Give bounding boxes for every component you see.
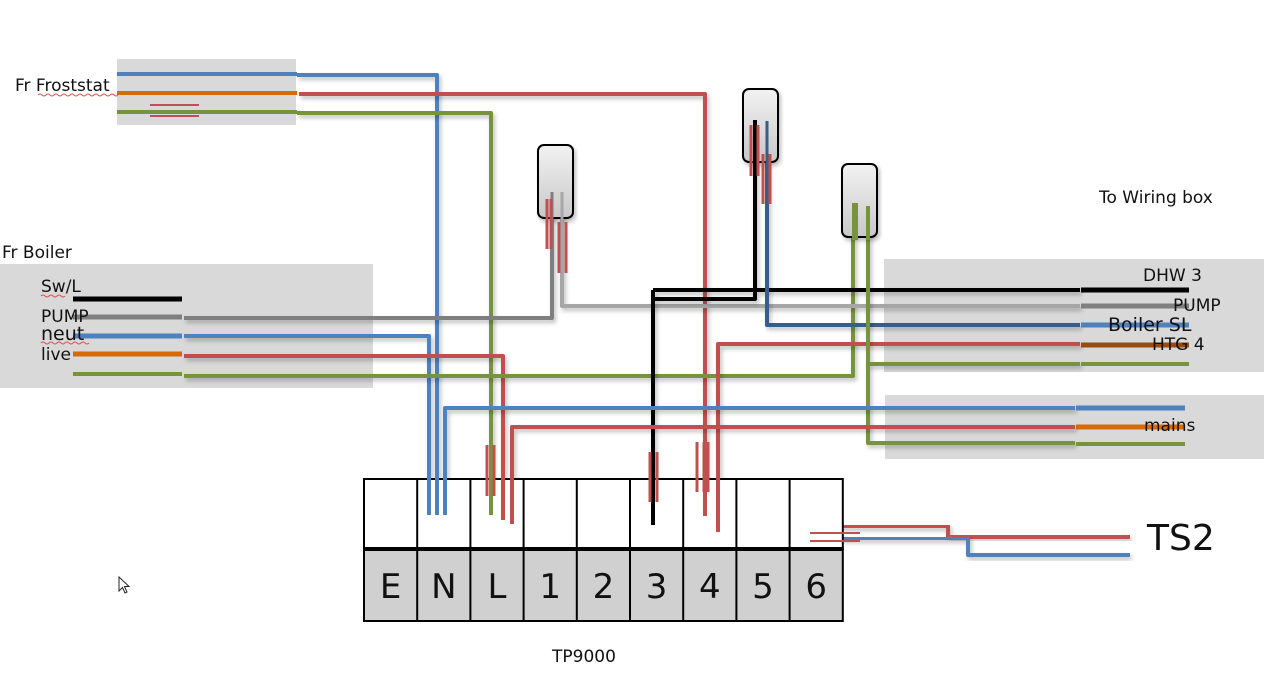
- wiring-box-wire-label-boiler-sl: Boiler SL: [1108, 314, 1192, 336]
- ts2-blue-wire: [807, 536, 1130, 557]
- terminal-6: 6: [805, 567, 827, 607]
- htg4-wire: [716, 342, 1080, 515]
- mains-earth-wire: [866, 364, 1075, 445]
- boiler-sl-wire: [765, 120, 1080, 327]
- terminal-4: 4: [699, 567, 721, 607]
- mains-label: mains: [1144, 416, 1195, 436]
- boiler-wire-label-live: live: [41, 345, 71, 365]
- boiler-wire-label-pump: PUMP: [41, 307, 89, 327]
- terminal-l: L: [488, 567, 507, 607]
- connectors-layer: [537, 88, 878, 238]
- spellcheck-underline: [40, 341, 90, 345]
- boiler-live-wire: [184, 354, 505, 520]
- ts2-label: TS2: [1146, 518, 1215, 559]
- wires-layer: [73, 72, 1130, 557]
- mouse-cursor-icon: [118, 576, 131, 594]
- ts2-red-wire: [767, 524, 1130, 539]
- wiring-box-wire-label-dhw3: DHW 3: [1143, 266, 1202, 286]
- froststat-label: Fr Froststat: [15, 76, 110, 96]
- boiler-label: Fr Boiler: [2, 243, 72, 263]
- wiring-box-panel: [884, 259, 1264, 372]
- connector-3: [841, 163, 878, 238]
- wiring-box-stubs: [1076, 287, 1189, 446]
- boiler-wire-label-swl: Sw/L: [41, 277, 81, 297]
- terminal-3: 3: [646, 567, 668, 607]
- terminal-1: 1: [539, 567, 561, 607]
- froststat-earth-wire: [297, 111, 493, 515]
- terminal-2: 2: [593, 567, 615, 607]
- froststat-neutral-wire: [297, 73, 439, 515]
- spellcheck-underline: [37, 93, 119, 97]
- device-label: TP9000: [551, 647, 616, 667]
- wiring-box-label: To Wiring box: [1098, 188, 1213, 208]
- wiring-box-wire-label-pump: PUMP: [1173, 296, 1221, 316]
- terminal-wires-layer: [427, 442, 860, 542]
- connector-stubs-layer: [545, 120, 870, 273]
- connector-1: [537, 144, 574, 219]
- boiler-neut-wire: [184, 334, 431, 515]
- terminal-5: 5: [752, 567, 774, 607]
- terminal-e: E: [380, 567, 401, 607]
- connector-2: [742, 88, 779, 163]
- terminal-n: N: [431, 567, 456, 607]
- wiring-box-wire-label-htg4: HTG 4: [1152, 335, 1205, 355]
- spellcheck-underline: [40, 294, 66, 298]
- boiler-panel: [0, 264, 373, 388]
- terminal-label-row: [363, 548, 844, 622]
- boiler-wire-label-neut: neut: [41, 323, 84, 345]
